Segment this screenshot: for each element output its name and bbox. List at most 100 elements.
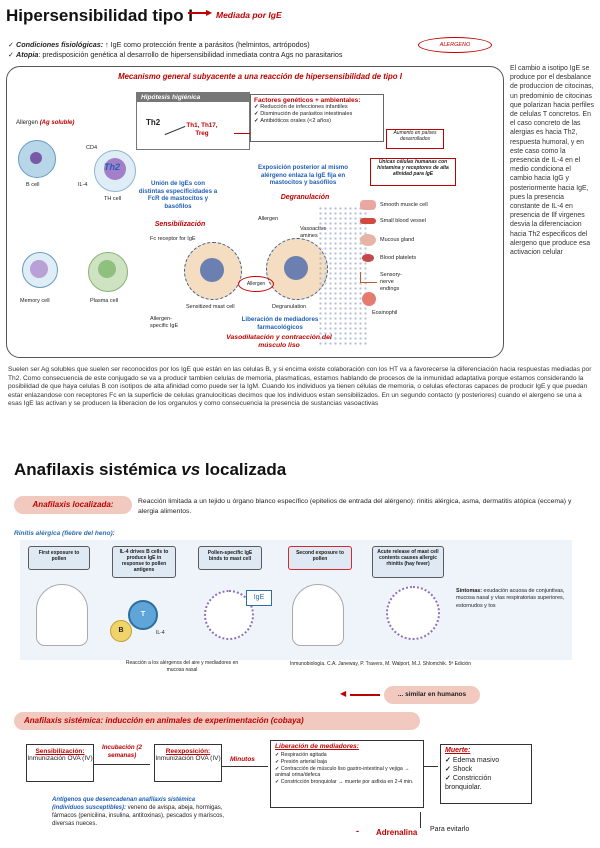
- mucous-gland-icon: [360, 234, 376, 246]
- arrow-line: [188, 12, 210, 14]
- lib-list: Respiración agitada Presión arterial baj…: [271, 752, 423, 786]
- allergen-label: Allergen (Ag soluble): [16, 120, 75, 126]
- target-label: Sensory-nerve endings: [380, 272, 403, 292]
- target-label: Mucous gland: [380, 237, 415, 243]
- fc-receptor-label: Fc receptor for IgE: [150, 236, 196, 242]
- reexp-text: Inmunización OVA (IV): [155, 755, 221, 762]
- localized-label: Anafilaxis localizada:: [32, 500, 114, 509]
- degranulating-mast-icon: [386, 586, 440, 640]
- lib-item: Constricción bronquiolar → muerte por as…: [275, 779, 419, 786]
- degranulation-title: Degranulación: [280, 194, 330, 201]
- ige-label: IgE: [246, 590, 272, 606]
- target-label: Small blood vessel: [380, 218, 426, 224]
- mast-nucleus-icon: [200, 258, 224, 282]
- bullet-fisiologicas: ✓ Condiciones fisiológicas: ↑ IgE como p…: [8, 40, 310, 49]
- factor-item: Reducción de infecciones infantiles: [254, 104, 380, 111]
- death-box: Muerte: Edema masivo Shock Constricción …: [440, 744, 532, 804]
- step-label: Second exposure to pollen: [296, 550, 344, 562]
- face-icon: [292, 584, 344, 646]
- systemic-title: Anafilaxis sistémica: inducción en anima…: [24, 716, 304, 725]
- check-icon: ✓: [8, 40, 17, 49]
- b-label: B: [118, 627, 124, 634]
- death-title: Muerte:: [445, 747, 471, 754]
- reexp-label: Reexposición:: [165, 748, 211, 755]
- section-title-anafilaxis: Anafilaxis sistémica vs localizada: [14, 460, 287, 479]
- lib-item: Contracción de músculo liso gastro-intes…: [275, 766, 419, 780]
- credit-text: Inmunobiología. C.A. Janeway, P. Travers…: [290, 661, 471, 667]
- target-label: Blood platelets: [380, 255, 417, 261]
- cd4-label: CD4: [86, 145, 98, 151]
- il4-label: IL-4: [78, 182, 88, 188]
- explanation-paragraph: Suelen ser Ag solubles que suelen ser re…: [8, 366, 592, 408]
- memory-cell-label: Memory cell: [20, 298, 50, 304]
- adrenalina-arrow: [420, 812, 421, 828]
- reaction-caption: Reacción a los alérgenos del aire y medi…: [125, 660, 239, 673]
- arrow-left-icon: ◀: [340, 689, 347, 698]
- only-cells-note: Únicas células humanas con histamina y r…: [370, 158, 456, 186]
- th2-label: Th2: [146, 118, 161, 127]
- union-text: Unión de IgEs con distintas especificida…: [138, 180, 218, 210]
- degranulating-nucleus-icon: [284, 256, 308, 280]
- plasma-cell-label: Plasma cell: [90, 298, 119, 304]
- step-label: Acute release of mast cell contents caus…: [377, 549, 439, 567]
- sensitized-mast-label: Sensitized mast cell: [186, 304, 235, 310]
- t-cell-icon: T: [128, 600, 158, 630]
- localized-text: Reacción limitada a un tejido u órgano b…: [138, 498, 572, 515]
- target-label: Eosinophil: [372, 310, 398, 316]
- step-box: Pollen-specific IgE binds to mast cell: [198, 546, 262, 570]
- memory-nucleus-icon: [30, 260, 48, 278]
- exposure-text: Exposición posterior al mismo alérgeno e…: [257, 164, 349, 187]
- nerve-icon: [360, 272, 377, 283]
- side-text: El cambio a isotipo IgE se produce por e…: [510, 65, 594, 257]
- step-box: First exposure to pollen: [28, 546, 90, 570]
- flow-arrow: [94, 764, 150, 765]
- allergen-top-label: Allergen: [258, 216, 279, 222]
- platelets-icon: [362, 254, 374, 262]
- check-icon: ✓: [8, 50, 17, 59]
- systemic-pill: Anafilaxis sistémica: inducción en anima…: [14, 712, 420, 730]
- similar-arrow-line: [350, 694, 380, 696]
- smooth-muscle-icon: [360, 200, 376, 210]
- similar-pill: ... similar en humanos: [384, 686, 480, 704]
- mast-cell-icon: [204, 590, 254, 640]
- memory-cell-icon: [22, 252, 58, 288]
- vaso-text: Vasodilatación y contracción del músculo…: [226, 334, 332, 349]
- mechanism-panel: [6, 66, 504, 358]
- th-cell-label: TH cell: [104, 196, 122, 202]
- lib-item: Presión arterial baja: [275, 759, 419, 766]
- sensitization-box: Sensibilización: Inmunización OVA (IV): [26, 744, 94, 782]
- th2-cell-label: Th2: [104, 162, 121, 172]
- allergen-center-label: Allergen: [238, 276, 274, 292]
- death-item: Edema masivo: [445, 756, 527, 765]
- t-label: T: [140, 611, 146, 618]
- degranulation-label: Degranulation: [272, 304, 307, 310]
- face-icon: [36, 584, 88, 646]
- section-title-hipersensibilidad: Hipersensibilidad tipo I: [6, 6, 194, 25]
- sens-text: Inmunización OVA (IV): [27, 755, 93, 762]
- flow-arrow: [424, 766, 438, 767]
- factors-arrow: [234, 133, 250, 134]
- factors-title: Factores genéticos + ambientales:: [254, 97, 361, 104]
- flow-arrow: [222, 766, 268, 767]
- lib-item: Respiración agitada: [275, 752, 419, 759]
- step-label: IL-4 drives B cells to produce IgE in re…: [119, 549, 169, 573]
- il4-label: IL-4: [156, 630, 165, 636]
- minutes-label: Minutos: [230, 756, 255, 763]
- target-label: Smooth muscle cell: [380, 202, 428, 208]
- eosinophil-icon: [362, 292, 376, 306]
- factor-item: Antibióticos orales (<2 años): [254, 118, 380, 125]
- lib-title: Liberación de mediadores:: [275, 743, 359, 750]
- th-cell-nucleus-icon: [104, 158, 126, 180]
- hygiene-title: Hipótesis higiénica: [137, 93, 249, 102]
- symptoms-text: Síntomas: exudación acuosa de conjuntiva…: [456, 588, 565, 609]
- sensitization-label: Sensibilización: [154, 221, 206, 228]
- th1-group: Th1, Th17, Treg: [186, 122, 218, 137]
- plasma-nucleus-icon: [98, 260, 116, 278]
- sens-label: Sensibilización:: [35, 748, 85, 755]
- minus-sign: -: [356, 826, 359, 836]
- step-box: Acute release of mast cell contents caus…: [372, 546, 444, 578]
- death-item: Constricción bronquiolar.: [445, 774, 527, 792]
- factor-item: Disminución de parásitos intestinales: [254, 111, 380, 118]
- blood-vessel-icon: [360, 218, 376, 224]
- localized-pill: Anafilaxis localizada:: [14, 496, 132, 514]
